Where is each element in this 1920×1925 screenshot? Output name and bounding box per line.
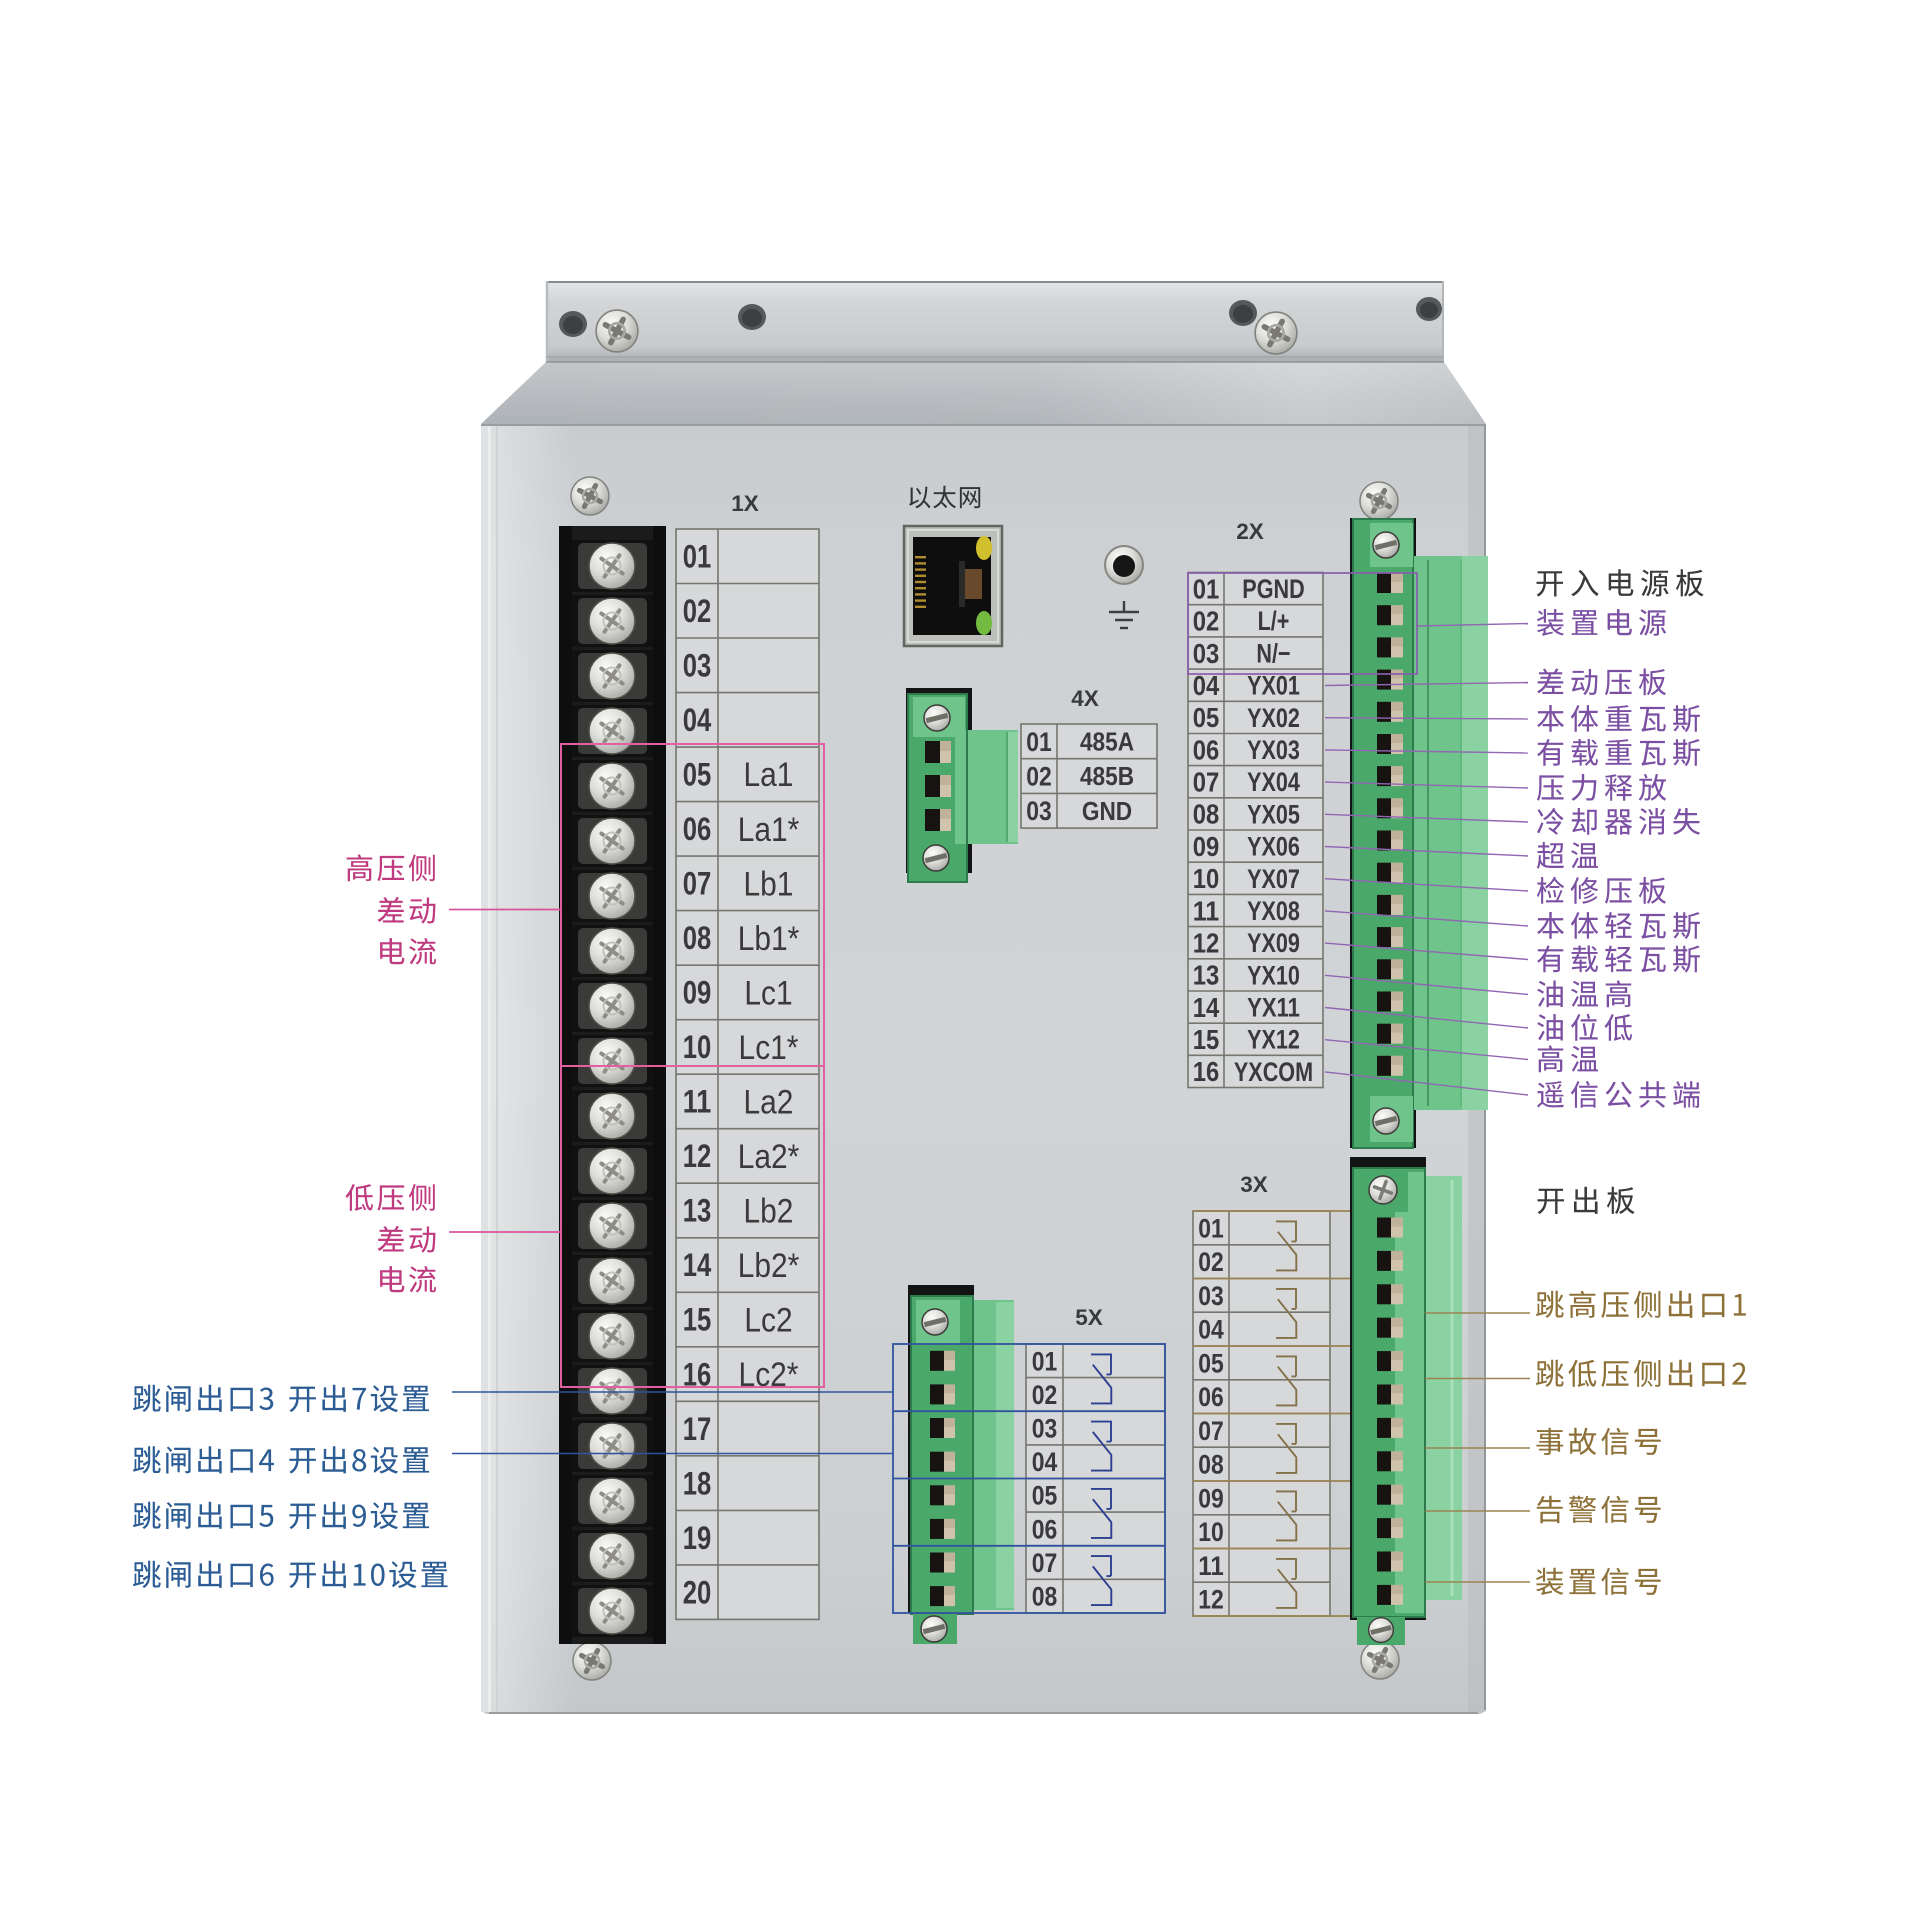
svg-text:La2: La2 — [744, 1083, 794, 1121]
svg-text:03: 03 — [1193, 638, 1220, 669]
svg-text:5X: 5X — [1075, 1305, 1103, 1330]
svg-text:12: 12 — [1193, 928, 1220, 959]
svg-text:07: 07 — [1198, 1416, 1224, 1446]
svg-text:06: 06 — [1032, 1514, 1058, 1544]
svg-text:08: 08 — [1193, 799, 1220, 830]
svg-text:La1*: La1* — [738, 811, 800, 849]
svg-text:10: 10 — [1193, 863, 1220, 894]
svg-text:11: 11 — [1193, 895, 1220, 926]
svg-text:PGND: PGND — [1242, 574, 1304, 604]
svg-text:09: 09 — [683, 975, 712, 1011]
svg-text:15: 15 — [1193, 1024, 1220, 1055]
svg-text:19: 19 — [683, 1520, 712, 1556]
svg-text:05: 05 — [683, 757, 712, 793]
svg-text:YX05: YX05 — [1247, 799, 1300, 829]
svg-text:07: 07 — [683, 866, 712, 902]
svg-text:GND: GND — [1082, 796, 1132, 826]
svg-text:03: 03 — [1198, 1281, 1224, 1311]
svg-text:YX03: YX03 — [1247, 735, 1300, 765]
svg-text:09: 09 — [1193, 831, 1220, 862]
svg-text:01: 01 — [1032, 1346, 1058, 1376]
svg-text:18: 18 — [683, 1465, 712, 1501]
svg-text:02: 02 — [1193, 606, 1220, 637]
svg-text:YX11: YX11 — [1247, 993, 1300, 1023]
svg-text:08: 08 — [1032, 1582, 1058, 1612]
svg-text:10: 10 — [683, 1029, 712, 1065]
svg-text:04: 04 — [1198, 1315, 1224, 1345]
svg-text:08: 08 — [1198, 1450, 1224, 1480]
svg-text:06: 06 — [683, 811, 712, 847]
svg-text:YX04: YX04 — [1247, 767, 1300, 797]
svg-text:YX07: YX07 — [1247, 864, 1300, 894]
svg-text:1X: 1X — [731, 491, 759, 516]
svg-text:La1: La1 — [744, 756, 794, 794]
svg-text:04: 04 — [1032, 1447, 1058, 1477]
svg-text:2X: 2X — [1236, 519, 1264, 544]
svg-text:13: 13 — [1193, 960, 1220, 991]
svg-text:N/−: N/− — [1256, 638, 1290, 668]
svg-text:YX08: YX08 — [1247, 896, 1300, 926]
svg-text:YX02: YX02 — [1247, 703, 1300, 733]
svg-text:10: 10 — [1198, 1517, 1224, 1547]
svg-text:17: 17 — [683, 1411, 712, 1447]
svg-text:02: 02 — [683, 593, 712, 629]
svg-text:05: 05 — [1193, 702, 1220, 733]
svg-text:12: 12 — [1198, 1585, 1224, 1615]
svg-text:02: 02 — [1198, 1247, 1224, 1277]
svg-text:09: 09 — [1198, 1483, 1224, 1513]
svg-text:07: 07 — [1193, 767, 1220, 798]
svg-text:15: 15 — [683, 1302, 712, 1338]
svg-text:YX10: YX10 — [1247, 960, 1300, 990]
svg-text:L/+: L/+ — [1258, 606, 1290, 636]
svg-text:Lb2: Lb2 — [744, 1192, 794, 1230]
svg-text:04: 04 — [1193, 670, 1220, 701]
svg-text:16: 16 — [1193, 1056, 1220, 1087]
svg-text:06: 06 — [1193, 734, 1220, 765]
svg-text:YX01: YX01 — [1247, 671, 1300, 701]
svg-text:Lb2*: Lb2* — [738, 1247, 800, 1285]
svg-text:05: 05 — [1198, 1348, 1224, 1378]
svg-text:03: 03 — [683, 648, 712, 684]
svg-text:4X: 4X — [1071, 686, 1099, 711]
svg-text:YX12: YX12 — [1247, 1025, 1300, 1055]
svg-text:03: 03 — [1026, 796, 1052, 826]
svg-text:12: 12 — [683, 1138, 712, 1174]
svg-text:Lb1: Lb1 — [744, 865, 794, 903]
svg-text:20: 20 — [683, 1574, 712, 1610]
svg-text:14: 14 — [1193, 992, 1220, 1023]
svg-text:07: 07 — [1032, 1548, 1058, 1578]
svg-text:11: 11 — [1198, 1551, 1224, 1581]
svg-text:04: 04 — [683, 702, 712, 738]
svg-text:02: 02 — [1026, 762, 1052, 792]
svg-text:03: 03 — [1032, 1414, 1058, 1444]
svg-text:485B: 485B — [1080, 761, 1134, 791]
svg-text:11: 11 — [683, 1084, 712, 1120]
svg-text:Lc2: Lc2 — [744, 1301, 792, 1339]
svg-text:485A: 485A — [1080, 727, 1134, 757]
svg-text:Lc1*: Lc1* — [739, 1029, 799, 1067]
svg-text:06: 06 — [1198, 1382, 1224, 1412]
svg-text:08: 08 — [683, 920, 712, 956]
svg-text:01: 01 — [1198, 1213, 1224, 1243]
svg-text:01: 01 — [1026, 727, 1052, 757]
svg-text:YXCOM: YXCOM — [1234, 1057, 1313, 1087]
svg-text:Lc2*: Lc2* — [739, 1356, 799, 1394]
svg-text:Lc1: Lc1 — [744, 974, 792, 1012]
svg-text:YX06: YX06 — [1247, 832, 1300, 862]
svg-text:14: 14 — [683, 1247, 712, 1283]
svg-text:La2*: La2* — [738, 1138, 800, 1176]
svg-text:01: 01 — [683, 539, 712, 575]
svg-text:13: 13 — [683, 1193, 712, 1229]
svg-text:02: 02 — [1032, 1380, 1058, 1410]
svg-text:3X: 3X — [1240, 1172, 1268, 1197]
svg-text:01: 01 — [1193, 573, 1220, 604]
svg-text:05: 05 — [1032, 1481, 1058, 1511]
svg-text:YX09: YX09 — [1247, 928, 1300, 958]
svg-text:Lb1*: Lb1* — [738, 920, 800, 958]
